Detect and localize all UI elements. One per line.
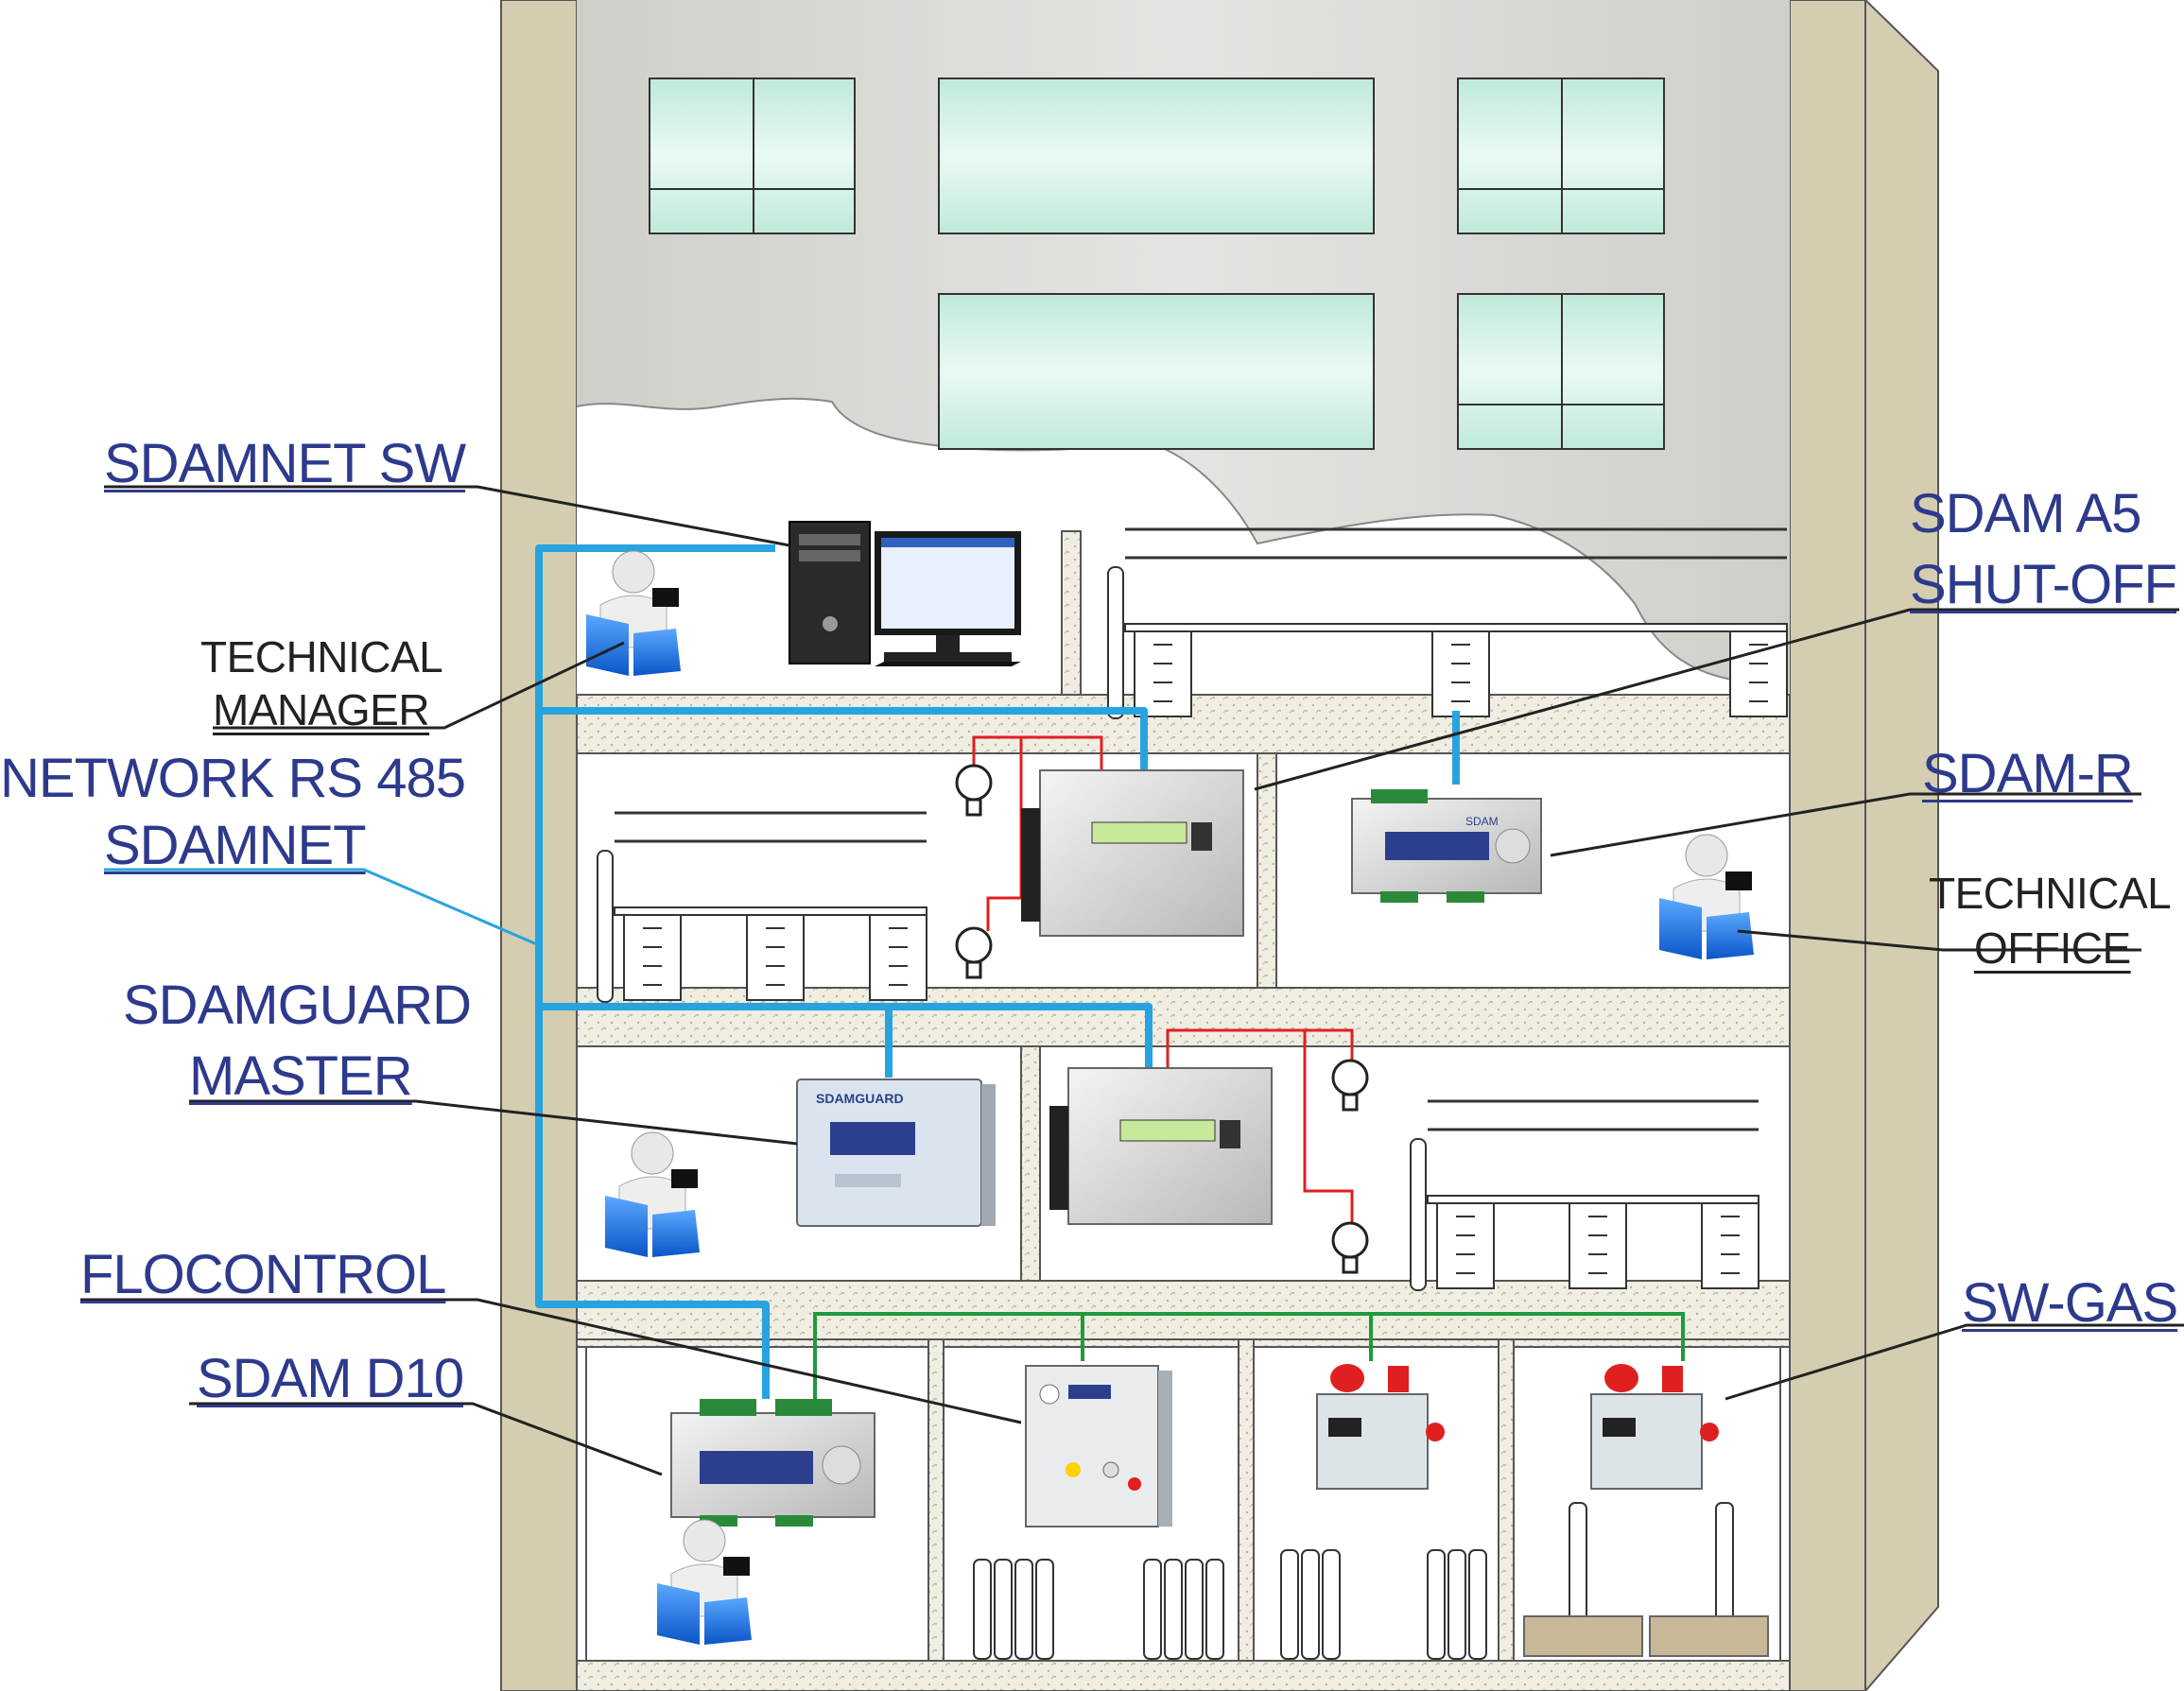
lab-bench-icon: [1410, 1099, 1759, 1291]
person-laptop-icon: [586, 550, 681, 676]
person-laptop-icon: [1659, 834, 1754, 959]
label-master: MASTER: [189, 1045, 413, 1107]
label-technical-office-2: OFFICE: [1974, 923, 2131, 973]
shut-off-cabinet-icon: [1049, 1067, 1273, 1225]
label-sw-gas: SW-GAS: [1962, 1272, 2178, 1334]
gas-cylinder-icon: [973, 1502, 1734, 1660]
lab-bench-icon: [597, 811, 927, 1003]
alarm-beacon-icon: [1330, 1364, 1683, 1392]
sdamguard-panel-text: SDAMGUARD: [816, 1091, 904, 1106]
person-laptop-icon: [586, 550, 1754, 1645]
person-laptop-icon: [605, 1131, 700, 1257]
label-technical-manager-2: MANAGER: [213, 685, 430, 734]
person-laptop-icon: [657, 1519, 752, 1645]
network-rs485-cable: [535, 544, 1460, 1399]
lab-bench-icon: [1107, 527, 1788, 719]
gas-bus: [813, 1312, 1685, 1399]
valve-icon: [955, 764, 1369, 1274]
sdam-module-text: SDAM: [1465, 815, 1499, 828]
windows: [649, 78, 1665, 450]
lab-benches: [597, 527, 1788, 1291]
label-flocontrol: FLOCONTROL: [80, 1244, 446, 1305]
label-sdamguard: SDAMGUARD: [123, 975, 472, 1036]
shut-off-cabinet-icon: [1021, 769, 1244, 937]
panel-icon: [1316, 1393, 1719, 1490]
label-sdam-r: SDAM-R: [1922, 743, 2134, 804]
label-sdam-d10: SDAM D10: [197, 1348, 464, 1409]
label-sdam-a5: SDAM A5: [1910, 483, 2141, 544]
din-rail-module-icon: [670, 1399, 875, 1527]
valve-wiring: [972, 735, 1354, 1229]
panel-icon: [1025, 1365, 1172, 1527]
label-shut-off: SHUT-OFF: [1910, 554, 2177, 615]
partitions: [576, 530, 1791, 1662]
label-technical-manager-1: TECHNICAL: [200, 632, 443, 682]
label-network-rs485: NETWORK RS 485: [0, 748, 466, 809]
computer-icon: [789, 521, 871, 664]
din-rail-module-icon: SDAM: [1351, 789, 1542, 903]
room-frames: [585, 1346, 1781, 1662]
leader-lines: [80, 485, 2184, 1476]
label-sdamnet-sw: SDAMNET SW: [104, 433, 466, 494]
network-leader-line: [104, 868, 540, 947]
monitor-icon: [875, 531, 1021, 666]
panel-icon: SDAMGUARD: [796, 1078, 996, 1227]
scale-icon: [1523, 1615, 1769, 1657]
right-wall: [1789, 0, 1939, 1691]
label-technical-office-1: TECHNICAL: [1929, 869, 2172, 918]
label-sdamnet: SDAMNET: [104, 815, 367, 876]
